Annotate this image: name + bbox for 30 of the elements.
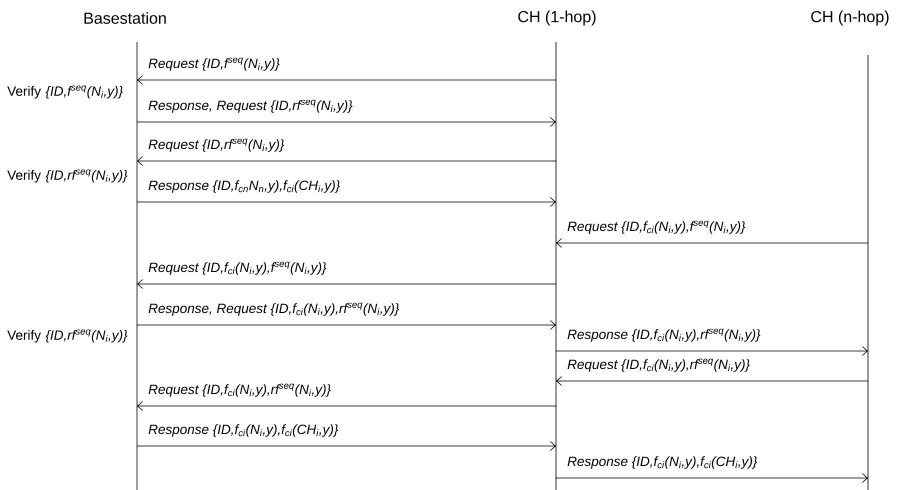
message-arrow (137, 75, 556, 85)
message-arrow (556, 238, 868, 248)
message-label: Request {ID,f$_{ci}$(N$_{i}$,y),rf$^{seq}$(N$_{i}$,y)} (566, 358, 751, 373)
message-label: Response {ID,f$_{ci}$(N$_{i}$,y),f$_{ci}$(CH$_{i}$,y)} (566, 455, 758, 470)
message-arrow (556, 346, 868, 356)
message-arrow (556, 473, 868, 483)
message-arrow (136, 197, 556, 207)
message-arrow (137, 156, 556, 166)
message-label: Request {ID,f$_{ci}$(N$_{i}$,y),rf$^{seq}$(N$_{i}$,y)} (147, 382, 332, 398)
lifeline-header: CH (1-hop) (518, 10, 596, 26)
message-label: Request {ID,f$^{seq}$(N$_{i}$,y)} (147, 56, 281, 72)
verify-label: Verify {ID,f$^{seq}$(N$_{i}$,y)} (7, 85, 123, 99)
message-label: Response {ID,f$_{ci}$(N$_{i}$,y),f$_{ci}$(CH$_{i}$,y)} (147, 423, 340, 438)
message-label: Response, Request {ID,f$_{ci}$(N$_{i}$,y),rf$^{seq}$(N$_{i}$,y)} (147, 302, 400, 317)
lifeline-header: Basestation (84, 12, 166, 24)
verify-label: Verify {ID,rf$^{seq}$(N$_{i}$,y)} (7, 329, 128, 343)
message-label: Request {ID,f$_{ci}$(N$_{i}$,y),f$^{seq}$(N$_{i}$,y)} (566, 220, 746, 235)
message-label: Request {ID,rf$^{seq}$(N$_{i}$,y)} (147, 138, 286, 153)
verify-label: Verify {ID,rf$^{seq}$(N$_{i}$,y)} (7, 169, 128, 183)
message-label: Response, Request {ID,rf$^{seq}$(N$_{i}$,y)} (147, 98, 354, 114)
message-label: Request {ID,f$_{ci}$(N$_{i}$,y),f$^{seq}$(N$_{i}$,y)} (147, 260, 328, 276)
message-arrow (137, 401, 556, 411)
message-arrow (137, 279, 556, 289)
message-arrow (556, 376, 868, 386)
message-label: Response {ID,f$_{cn}$N$_{n}$,y),f$_{ci}$(CH$_{i}$,y)} (147, 179, 342, 194)
message-label: Response {ID,f$_{ci}$(N$_{i}$,y),rf$^{seq}$(N$_{i}$,y)} (566, 328, 762, 343)
message-arrow (136, 441, 556, 451)
message-arrow (136, 320, 556, 330)
message-arrow (136, 117, 556, 127)
lifeline-header: CH (n-hop) (811, 10, 889, 26)
